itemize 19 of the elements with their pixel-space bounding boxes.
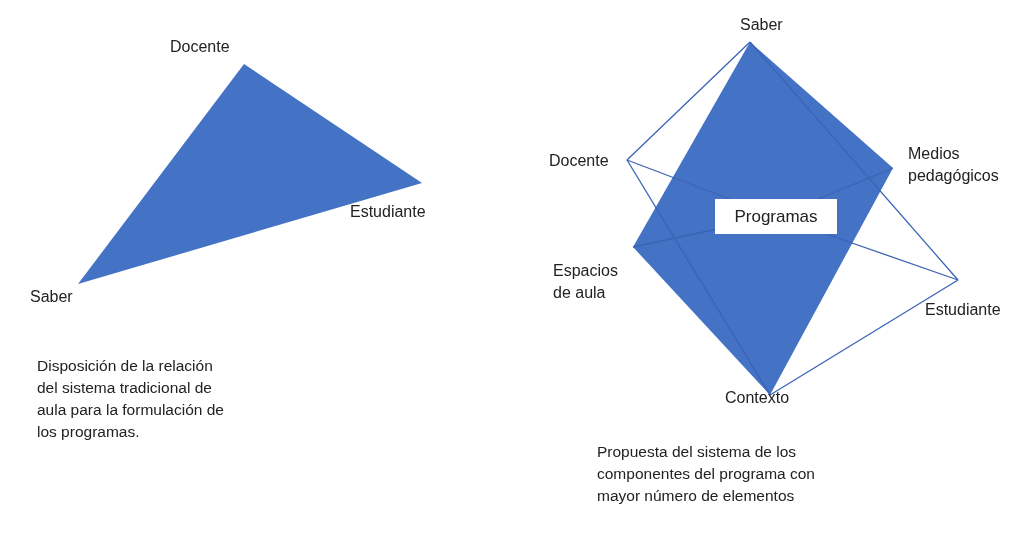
connector-line [626, 159, 771, 396]
vertex-label: Docente [170, 36, 230, 58]
caption-text: Propuesta del sistema de los componentes del programa con mayor número de elementos [597, 442, 816, 506]
connector-line [626, 41, 751, 161]
connector-line [626, 159, 731, 200]
connector-line [817, 167, 894, 200]
vertex-label: Medios pedagógicos [908, 143, 1018, 187]
vertex-label: Docente [549, 150, 609, 172]
vertex-label: Estudiante [925, 299, 1001, 321]
caption-text: Disposición de la relación del sistema tradicional de aula para la formulación de los programas. [37, 356, 225, 442]
connector-line [769, 279, 959, 396]
vertex-label: Contexto [725, 387, 790, 409]
component-box: Programas [715, 199, 837, 234]
vertex-label: Saber [740, 14, 783, 36]
vertex-label: Estudiante [350, 201, 426, 223]
connector-line [749, 41, 959, 281]
vertex-label: Saber [30, 286, 73, 308]
connector-line [825, 233, 959, 281]
vertex-label: Espacios de aula [553, 260, 633, 304]
